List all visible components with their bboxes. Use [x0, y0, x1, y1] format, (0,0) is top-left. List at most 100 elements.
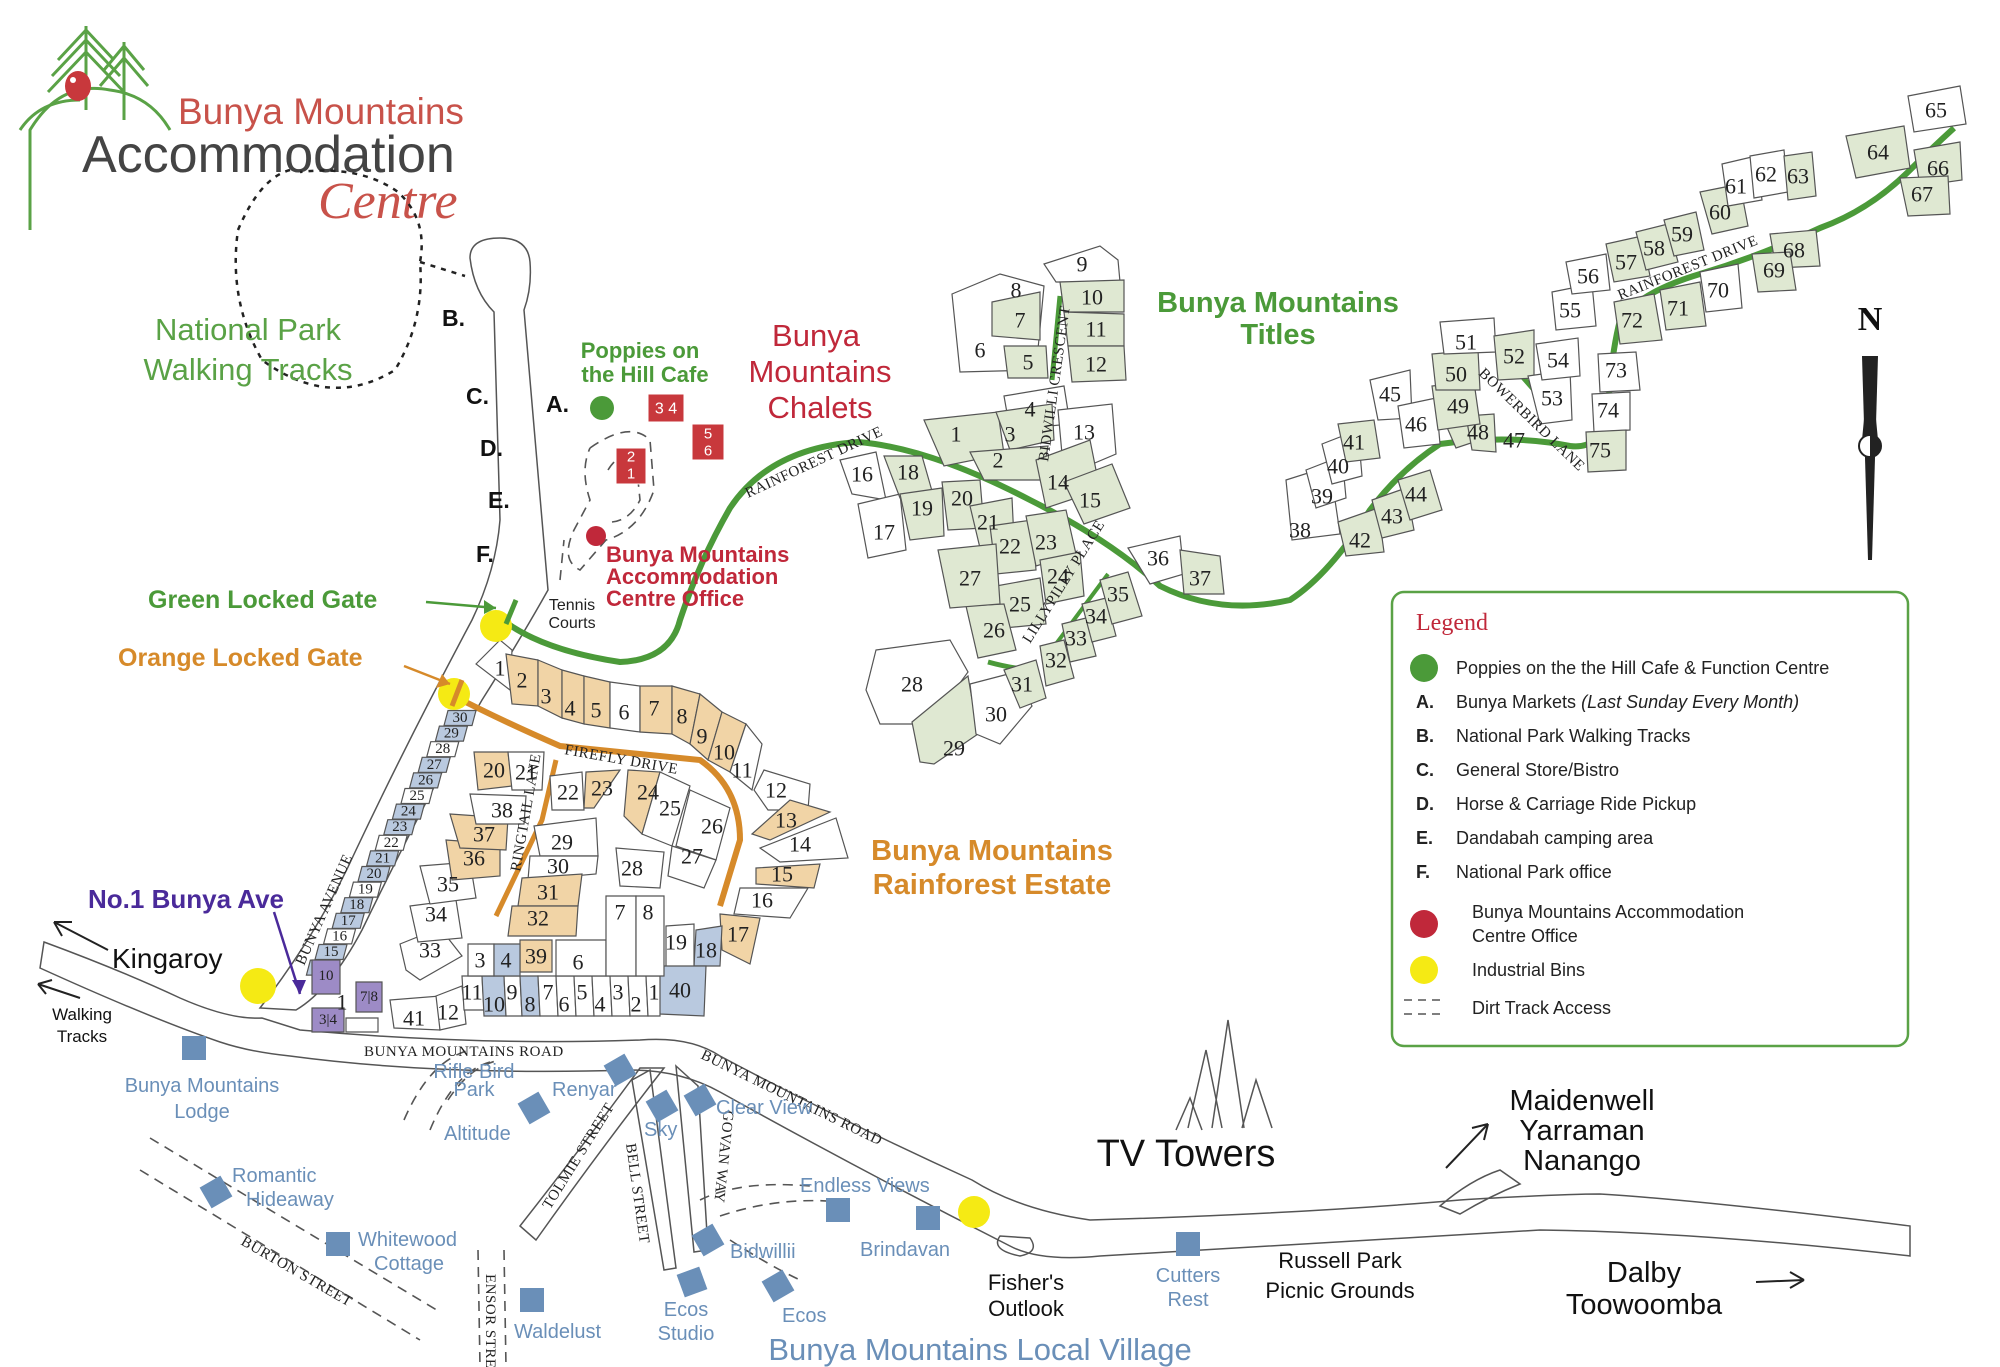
village-ecos: Ecos: [782, 1305, 826, 1327]
lot-number: 19: [665, 930, 687, 955]
village-clear-view: Clear View: [716, 1097, 813, 1119]
chalets-buildings: 3 4 5 6 2 1: [615, 393, 725, 485]
avenue-lot: [314, 943, 348, 961]
lot-number: 74: [1597, 398, 1619, 423]
arrow-dalby-icon: [1755, 1279, 1805, 1283]
street-ensor: ENSOR STREET: [482, 1274, 498, 1367]
lot-number: 68: [1783, 238, 1805, 263]
brand-line3: Centre: [318, 173, 458, 230]
avenue-lot-number: 25: [410, 788, 425, 804]
label-office-1: Bunya Mountains: [606, 542, 789, 567]
label-titles-2: Titles: [1240, 319, 1315, 351]
label-nanango: Nanango: [1523, 1145, 1641, 1177]
lot-number: 15: [771, 862, 793, 887]
lot-number: 60: [1709, 200, 1731, 225]
avenue-lot: [322, 928, 357, 945]
lot-number: 37: [1189, 566, 1211, 591]
lot-number: 12: [765, 778, 787, 803]
legend-red-dot-icon: [1410, 910, 1438, 938]
avenue-lot: [365, 850, 400, 867]
avenue-lot: [348, 881, 383, 898]
svg-text:1: 1: [337, 990, 348, 1015]
brand-logo: Bunya Mountains Accommodation Centre: [18, 26, 464, 230]
lot-number: 36: [1147, 546, 1169, 571]
svg-text:1: 1: [627, 466, 635, 483]
lot-number: 3: [475, 948, 486, 973]
lot-number: 40: [1327, 454, 1349, 479]
village-lodge-2: Lodge: [174, 1101, 230, 1123]
lot-number: 8: [677, 704, 688, 729]
lot-number: 21: [515, 760, 537, 785]
lot-number: 71: [1667, 296, 1689, 321]
lot-number: 18: [897, 460, 919, 485]
village-romantic-1: Romantic: [232, 1165, 316, 1187]
lot-number: 30: [547, 854, 569, 879]
lot-number: 56: [1577, 264, 1599, 289]
avenue-lot: [391, 803, 426, 820]
lot-number: 3: [541, 684, 552, 709]
lot-number: 9: [507, 980, 518, 1005]
lot-number: 75: [1589, 438, 1611, 463]
lot-number: 1: [495, 656, 506, 681]
lot-number: 3: [613, 980, 624, 1005]
lot-number: 4: [595, 992, 606, 1017]
lot-number: 38: [491, 798, 513, 823]
legend-marker-3: C.: [1416, 760, 1434, 780]
lot-number: 12: [1085, 352, 1107, 377]
lot-number: 29: [943, 736, 965, 761]
lot-number: 14: [789, 832, 811, 857]
avenue-lot: [357, 865, 391, 883]
village-romantic-2: Hideaway: [246, 1189, 334, 1211]
lot-number: 35: [437, 872, 459, 897]
label-tennis-2: Courts: [548, 615, 595, 632]
label-chalets-3: Chalets: [767, 390, 872, 425]
avenue-lot-number: 28: [435, 741, 450, 757]
label-local-village: Bunya Mountains Local Village: [768, 1332, 1191, 1367]
label-letter-e: E.: [488, 487, 510, 513]
label-no1: No.1 Bunya Ave: [88, 884, 284, 914]
lot-number: 20: [483, 758, 505, 783]
lot-number: 10: [1081, 285, 1103, 310]
legend-title: Legend: [1416, 610, 1488, 636]
lot-number: 23: [1035, 530, 1057, 555]
lot-number: 5: [591, 698, 602, 723]
lot-number: 41: [403, 1006, 425, 1031]
tree-logo-icon: [18, 26, 172, 230]
lot-number: 49: [1447, 394, 1469, 419]
lot-number: 6: [975, 338, 986, 363]
avenue-lot: [408, 772, 443, 789]
lot-number: 3: [1005, 422, 1016, 447]
lot-number: 14: [1047, 470, 1069, 495]
lot-number: 48: [1467, 420, 1489, 445]
lot-number: 35: [1107, 582, 1129, 607]
legend-marker-6: F.: [1416, 862, 1430, 882]
label-letter-c: C.: [466, 383, 489, 409]
lot-number: 55: [1559, 298, 1581, 323]
lot-number: 18: [695, 938, 717, 963]
lot-number: 22: [557, 780, 579, 805]
lot-number: 61: [1725, 174, 1747, 199]
lot-number: 27: [959, 566, 981, 591]
lot-number: 1: [951, 422, 962, 447]
avenue-lot-number: 27: [427, 757, 443, 773]
lot-number: 65: [1925, 98, 1947, 123]
arrow-walking-icon: [37, 983, 81, 999]
parrot-icon: [65, 71, 91, 101]
village-whitewood-1: Whitewood: [358, 1229, 457, 1251]
lot-number: 51: [1455, 330, 1477, 355]
lot-number: 28: [621, 856, 643, 881]
lot-number: 54: [1547, 348, 1569, 373]
estate-lots: [389, 639, 849, 1031]
label-dalby: Dalby: [1607, 1257, 1682, 1289]
lot-number: 37: [473, 822, 495, 847]
lot-number: 42: [1349, 528, 1371, 553]
no1-bunya-ave-lots: 10 3|4 7|8 1: [311, 959, 383, 1033]
lot-number: 8: [525, 992, 536, 1017]
lot-number: 69: [1763, 258, 1785, 283]
lot-number: 15: [1079, 488, 1101, 513]
lot-number: 39: [1311, 484, 1333, 509]
lot-number: 26: [701, 814, 723, 839]
lot-number: 47: [1503, 428, 1525, 453]
lot-number: 72: [1621, 308, 1643, 333]
label-tennis-1: Tennis: [549, 597, 595, 614]
